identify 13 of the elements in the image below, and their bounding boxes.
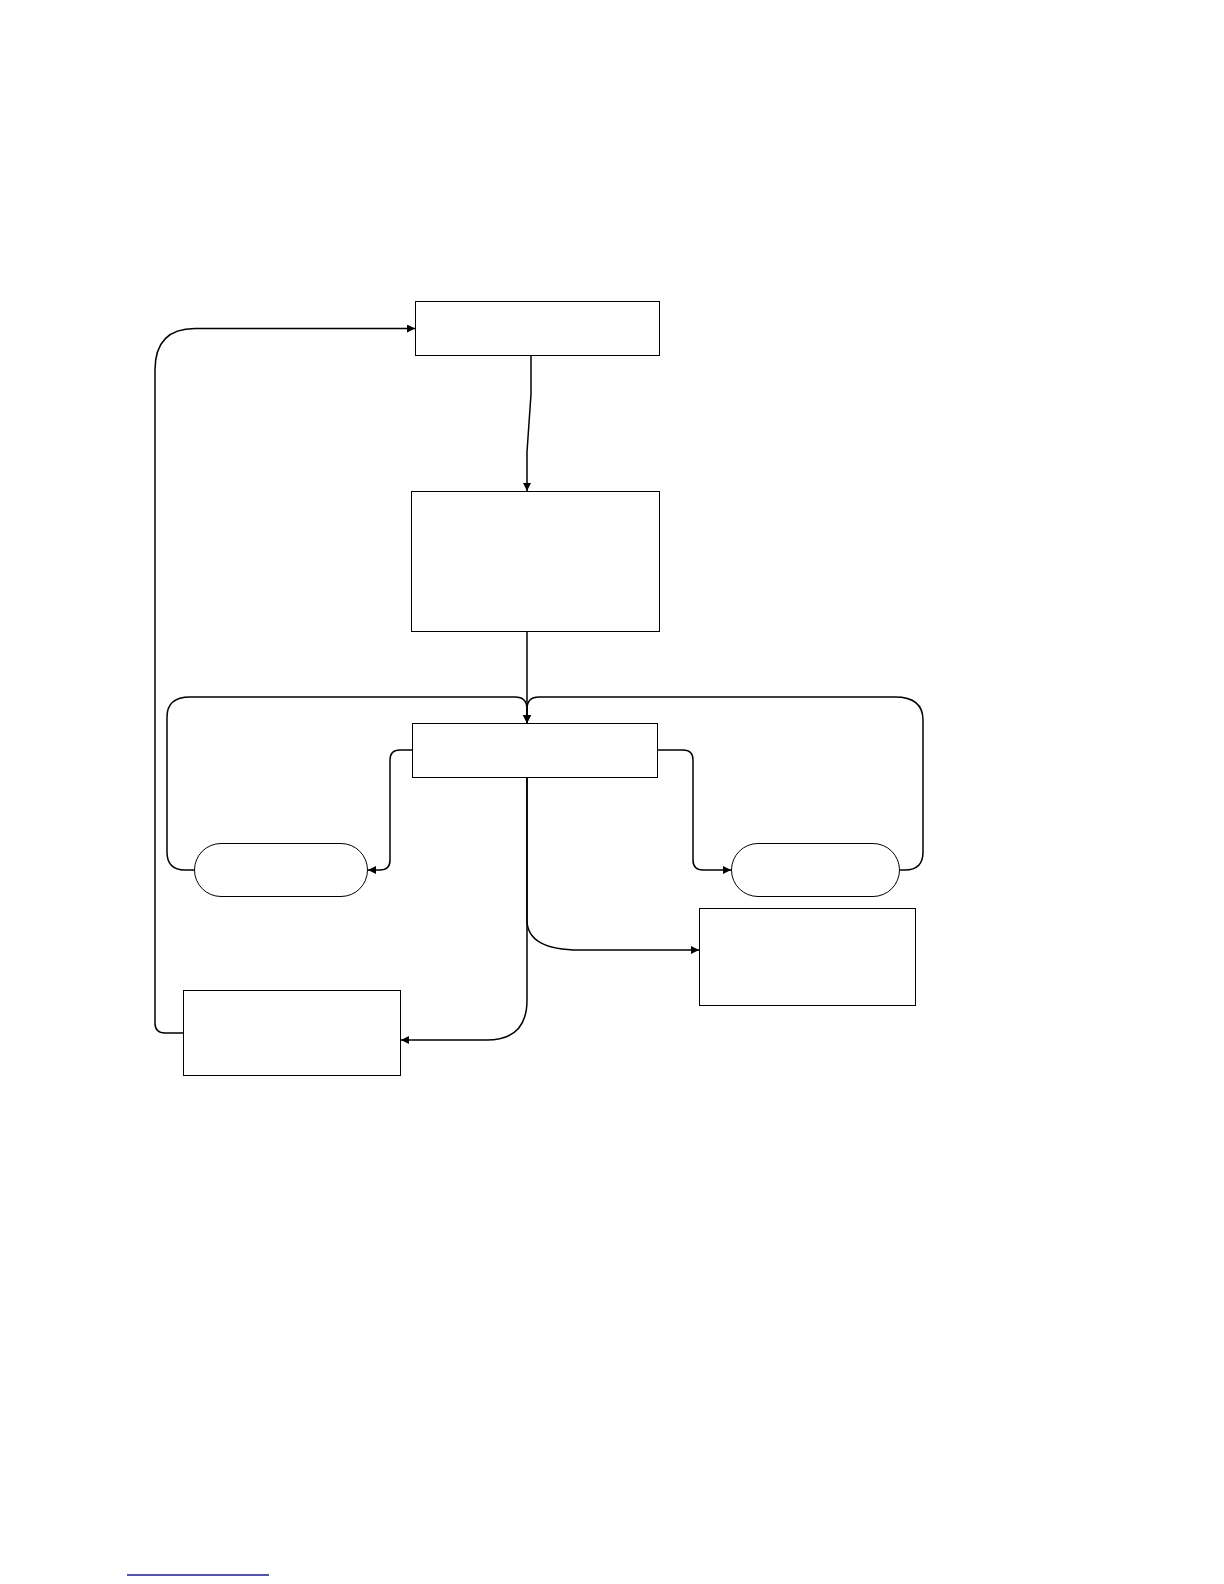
arrow <box>657 749 732 874</box>
process-box <box>411 491 660 632</box>
process-box <box>699 908 916 1006</box>
arrow <box>523 696 924 871</box>
arrow <box>526 777 700 954</box>
arrow <box>523 355 532 492</box>
pill-shape <box>731 843 900 897</box>
process-box <box>412 723 658 778</box>
process-box <box>183 990 401 1076</box>
pill-shape <box>194 843 368 897</box>
arrow <box>154 324 416 1034</box>
arrow <box>367 749 413 874</box>
process-box <box>415 301 660 356</box>
